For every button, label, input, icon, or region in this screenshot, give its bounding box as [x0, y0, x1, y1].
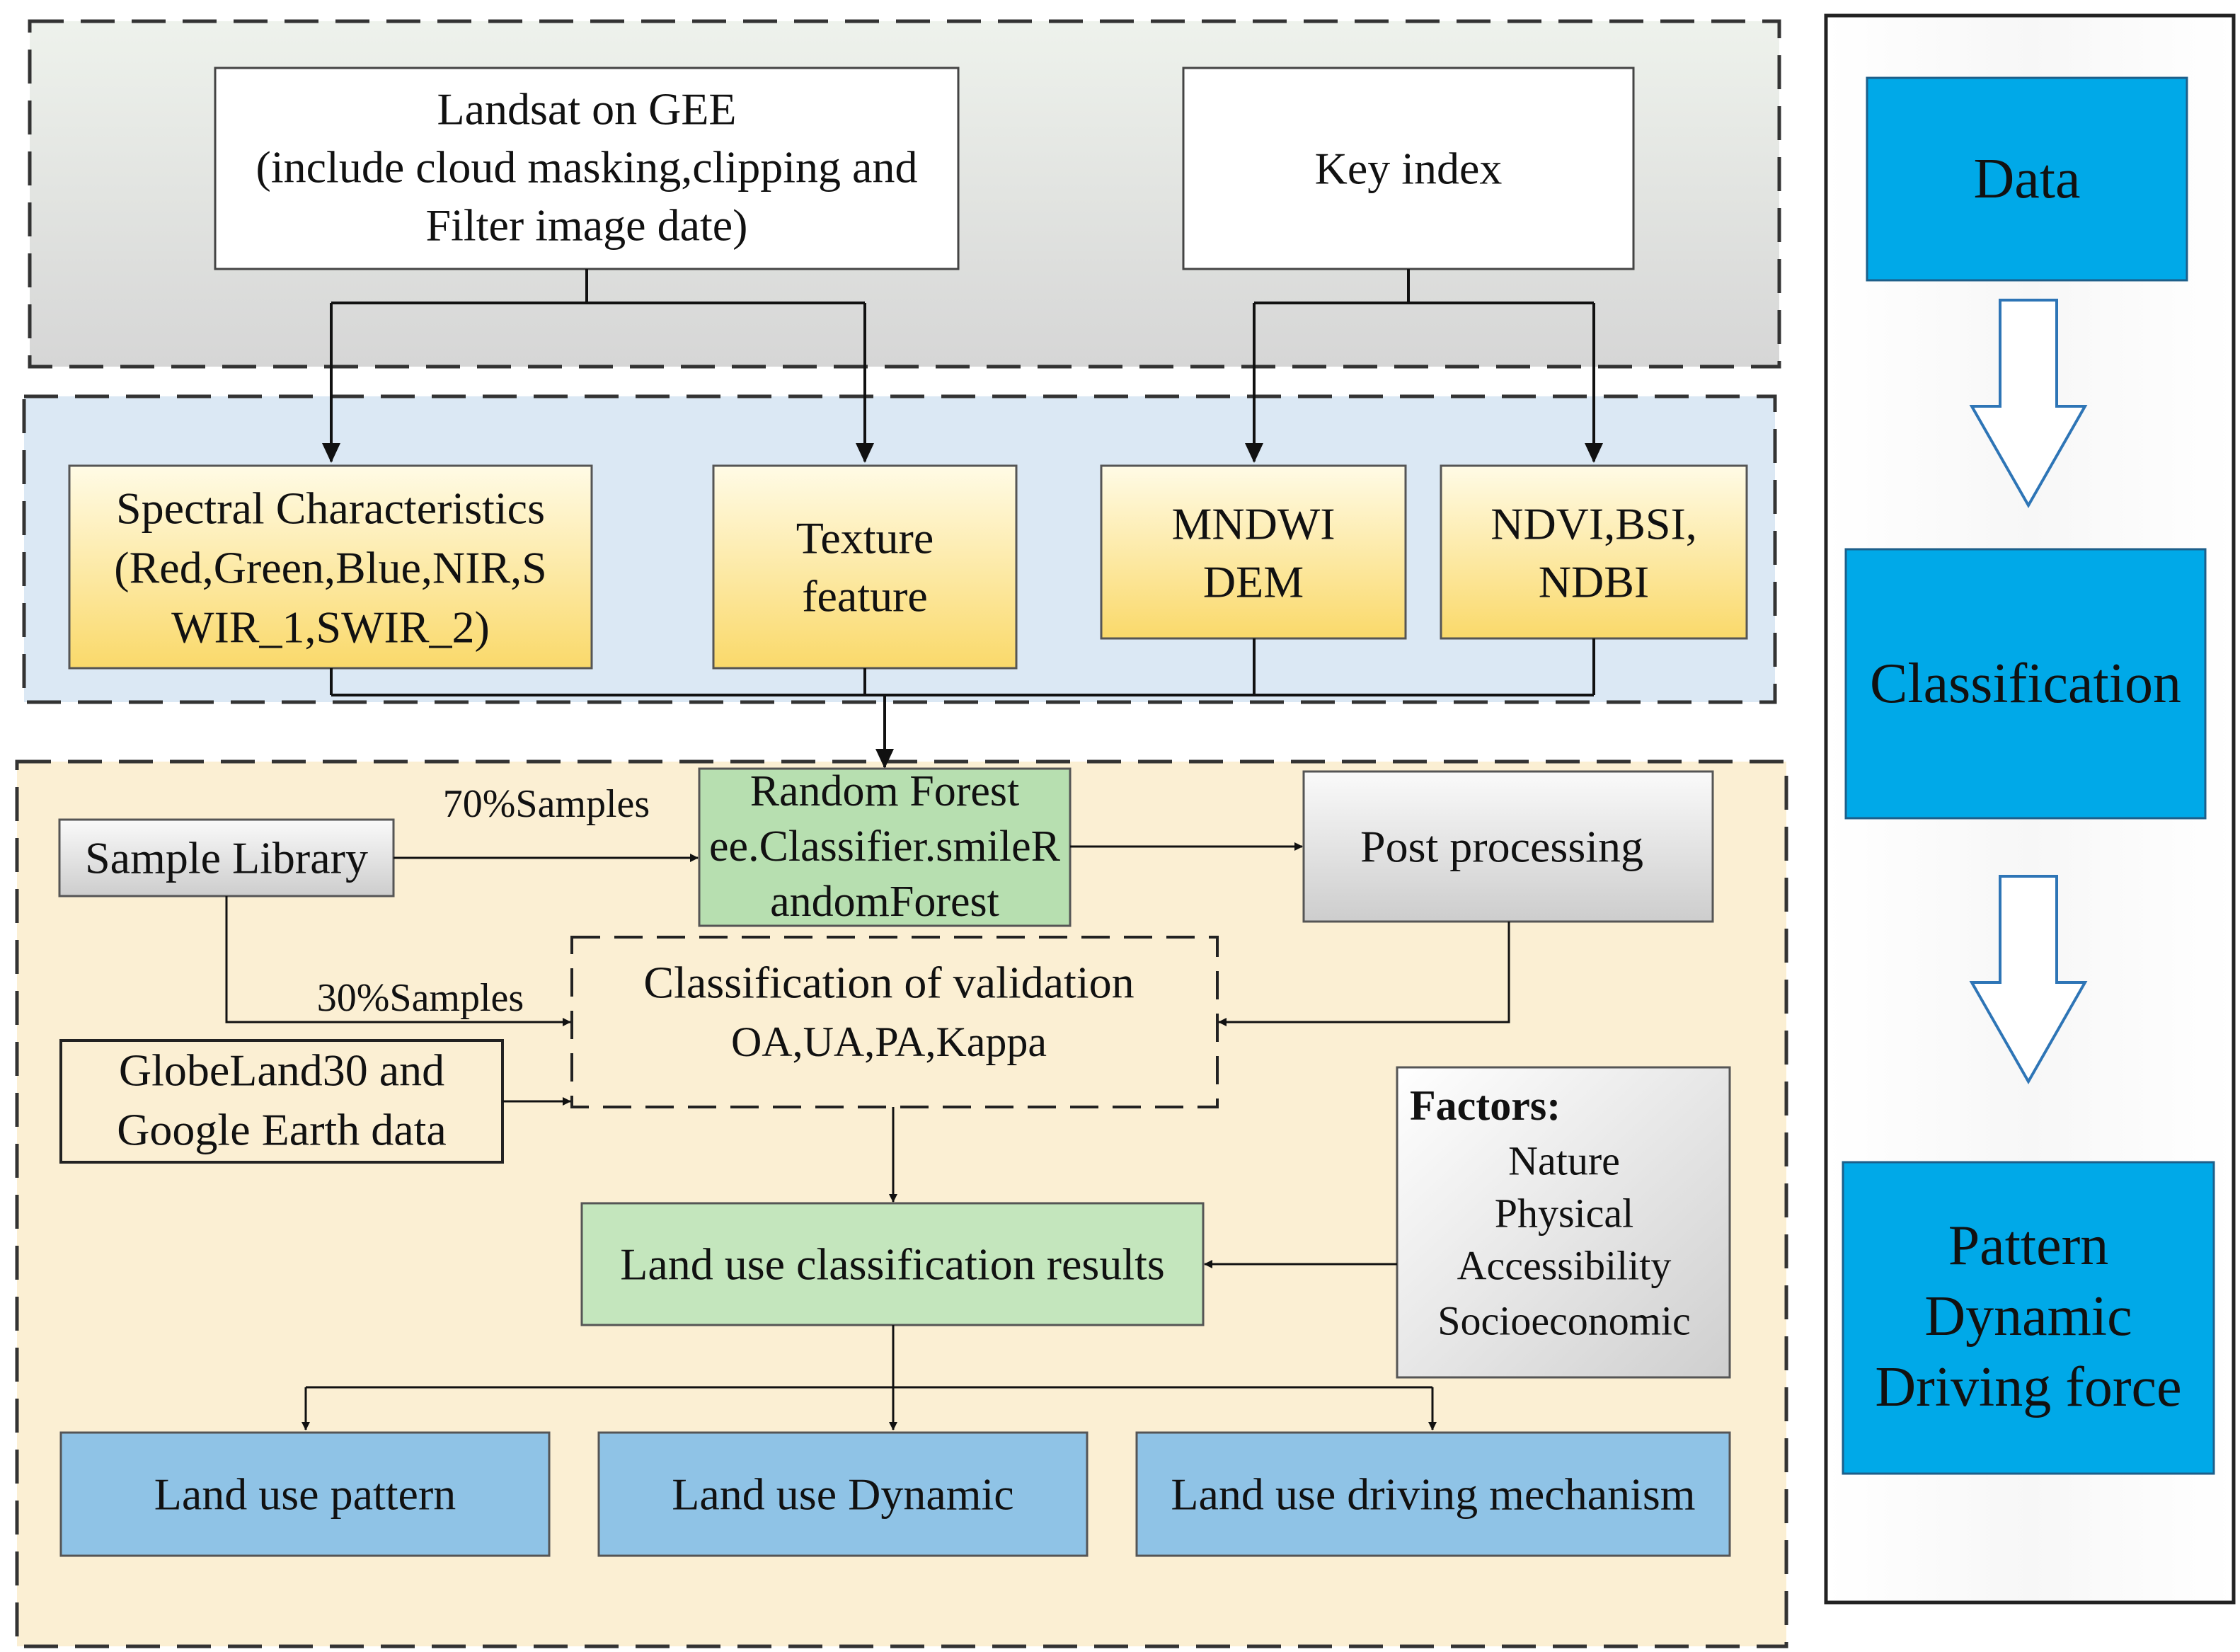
results-box: Land use classification results	[580, 1202, 1205, 1326]
validation-box: Classification of validation OA,UA,PA,Ka…	[570, 936, 1219, 1108]
mndwi-line-1: MNDWI	[1171, 499, 1335, 549]
sample-library-box: Sample Library	[58, 818, 395, 897]
sidebar-step-analysis-line-3: Driving force	[1875, 1356, 2181, 1418]
texture-line-1: Texture	[796, 513, 934, 563]
samples-70-label: 70%Samples	[443, 782, 650, 826]
landsat-gee-line-1: Landsat on GEE	[437, 84, 737, 134]
globeland-line-1: GlobeLand30 and	[119, 1045, 444, 1096]
post-processing-box: Post processing	[1302, 770, 1714, 923]
sample-library-label: Sample Library	[85, 833, 368, 883]
factors-box: Factors: Nature Physical Accessibility S…	[1396, 1066, 1731, 1379]
sidebar-step-analysis: Pattern Dynamic Driving force	[1842, 1161, 2215, 1475]
random-forest-line-3: andomForest	[770, 878, 999, 926]
sidebar-step-data-label: Data	[1973, 148, 2080, 210]
random-forest-box: Random Forest ee.Classifier.smileR andom…	[698, 767, 1072, 927]
factor-nature: Nature	[1508, 1138, 1620, 1184]
mndwi-dem-box: MNDWI DEM	[1100, 464, 1407, 640]
sidebar-down-arrow-1	[1969, 299, 2088, 509]
sidebar-step-analysis-line-1: Pattern	[1948, 1215, 2109, 1277]
land-use-driving-label: Land use driving mechanism	[1171, 1469, 1695, 1520]
landsat-gee-box: Landsat on GEE (include cloud masking,cl…	[214, 67, 960, 270]
globeland-box: GlobeLand30 and Google Earth data	[59, 1039, 504, 1164]
land-use-driving-box: Land use driving mechanism	[1135, 1431, 1731, 1557]
spectral-characteristics-box: Spectral Characteristics (Red,Green,Blue…	[68, 464, 593, 670]
samples-30-label: 30%Samples	[317, 976, 524, 1020]
validation-line-1: Classification of validation	[643, 958, 1134, 1008]
sidebar-step-data: Data	[1866, 76, 2188, 282]
classification-connectors	[225, 842, 1510, 1430]
factors-title: Factors:	[1410, 1082, 1561, 1129]
sidebar-down-arrow-2	[1969, 875, 2088, 1085]
spectral-line-3: WIR_1,SWIR_2)	[171, 602, 490, 653]
results-label: Land use classification results	[620, 1239, 1165, 1290]
key-index-box: Key index	[1182, 67, 1635, 270]
ndvi-bsi-ndbi-box: NDVI,BSI, NDBI	[1440, 464, 1748, 640]
random-forest-line-1: Random Forest	[750, 767, 1020, 815]
factor-accessibility: Accessibility	[1457, 1243, 1672, 1289]
validation-line-2: OA,UA,PA,Kappa	[731, 1019, 1047, 1065]
ndvi-line-1: NDVI,BSI,	[1491, 499, 1697, 549]
sidebar-step-analysis-line-2: Dynamic	[1924, 1285, 2132, 1348]
factor-socioeconomic: Socioeconomic	[1437, 1298, 1691, 1344]
mndwi-line-2: DEM	[1203, 557, 1304, 607]
spectral-line-2: (Red,Green,Blue,NIR,S	[114, 543, 546, 593]
texture-feature-box: Texture feature	[712, 464, 1018, 670]
landsat-gee-line-2: (include cloud masking,clipping and	[256, 142, 918, 193]
land-use-pattern-label: Land use pattern	[154, 1469, 456, 1520]
input-connectors	[322, 269, 1603, 463]
sidebar-step-classification: Classification	[1844, 548, 2207, 820]
key-index-label: Key index	[1315, 144, 1503, 194]
texture-line-2: feature	[802, 571, 928, 621]
globeland-line-2: Google Earth data	[117, 1105, 447, 1155]
land-use-pattern-box: Land use pattern	[59, 1431, 551, 1557]
post-processing-label: Post processing	[1360, 822, 1643, 872]
sidebar-step-classification-label: Classification	[1870, 653, 2181, 715]
feature-connectors	[330, 638, 1595, 769]
landsat-gee-line-3: Filter image date)	[426, 200, 748, 251]
spectral-line-1: Spectral Characteristics	[116, 483, 545, 534]
factor-physical: Physical	[1495, 1191, 1634, 1237]
land-use-dynamic-label: Land use Dynamic	[672, 1469, 1013, 1520]
random-forest-line-2: ee.Classifier.smileR	[709, 822, 1061, 871]
land-use-dynamic-box: Land use Dynamic	[597, 1431, 1089, 1557]
ndvi-line-2: NDBI	[1539, 557, 1649, 607]
